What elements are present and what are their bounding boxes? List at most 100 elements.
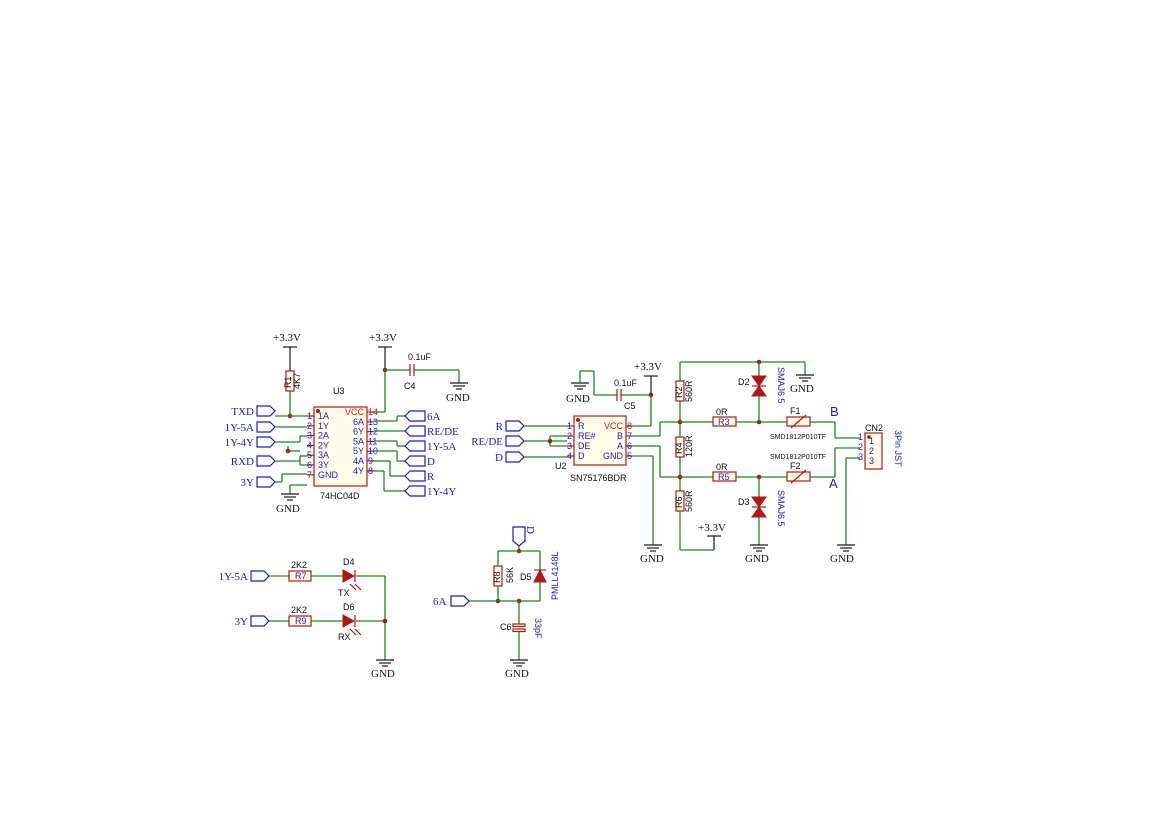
u3-pin-6-name: 3Y (318, 460, 329, 470)
r2-ref: R2 (674, 386, 684, 398)
u2-pin-7-number: 7 (627, 431, 632, 441)
bus-a-label: A (829, 476, 838, 491)
d3-gnd-label: GND (745, 553, 769, 565)
r5-value: 0R (716, 462, 728, 472)
d2-gnd-label: GND (790, 383, 814, 395)
net-label-led_left-1-text: 3Y (235, 616, 249, 628)
f2-ref: F2 (790, 461, 801, 471)
u2-pin-6-number: 6 (627, 441, 632, 451)
net-label-u3_right-3 (404, 455, 426, 467)
r7-ref: R7 (295, 571, 307, 581)
net-label-u2_left-1 (505, 435, 525, 447)
cn2-gnd-label: GND (830, 553, 854, 565)
net-label-u3_right-0 (404, 410, 426, 422)
r1-value: 4K7 (292, 373, 302, 389)
u3-pin-12-number: 12 (368, 427, 378, 437)
net-label-u2_left-1-text: RE/DE (471, 436, 503, 448)
d4-value: TX (338, 588, 350, 598)
d5-ref: D5 (520, 572, 532, 582)
r6-value: 560R (684, 490, 694, 512)
d5-value: PMLL4148L (550, 551, 560, 600)
u2-pin-8-number: 8 (627, 421, 632, 431)
net-label-u3_right-2 (404, 440, 426, 452)
net-6a-bottom-text: 6A (433, 596, 447, 608)
net-label-u3_right-3-text: D (427, 456, 435, 468)
net-label-u3_left-2 (256, 436, 276, 448)
net-label-u3_left-4-text: 3Y (241, 477, 255, 489)
u3-vcc-label: +3.3V (369, 332, 397, 344)
u3-ref: U3 (333, 386, 345, 396)
u2-pin-1-number: 1 (567, 421, 572, 431)
u3-pin-2-number: 2 (307, 421, 312, 431)
net-label-d-top (512, 526, 526, 547)
r9-value: 2K2 (291, 605, 307, 615)
u3-block: +3.3V R1 4K7 +3.3V 0.1uF C4 GND U3 74HC0… (225, 332, 470, 515)
net-label-u3_left-1-text: 1Y-5A (225, 422, 254, 434)
u3-pin-11-name: 5A (353, 436, 364, 446)
u3-pin-5-name: 3A (318, 450, 329, 460)
u2-pin-3-name: DE (578, 441, 591, 451)
r4-value: 120R (684, 435, 694, 457)
u2-vcc-label: +3.3V (634, 361, 662, 373)
net-label-u3_right-1-text: RE/DE (427, 426, 459, 438)
u2-pin-4-name: D (578, 451, 585, 461)
u2-pin-3-number: 3 (567, 441, 572, 451)
u3-pin-7-number: 7 (307, 470, 312, 480)
net-label-u3_right-5-text: 1Y-4Y (427, 486, 456, 498)
u3-pin-10-number: 10 (368, 446, 378, 456)
c5-gnd-label: GND (566, 393, 590, 405)
net-label-led_left-0-text: 1Y-5A (219, 571, 248, 583)
u3-pin-3-name: 2A (318, 431, 329, 441)
u3-pin-3-number: 3 (307, 431, 312, 441)
net-label-u2_left-0-text: R (496, 421, 504, 433)
u3-pin-10-name: 5Y (353, 446, 364, 456)
r8-value: 56K (505, 567, 515, 583)
r8-ref: R8 (492, 571, 502, 583)
net-label-u3_right-2-text: 1Y-5A (427, 441, 456, 453)
d6-ref: D6 (343, 602, 355, 612)
u2-ic (573, 415, 627, 466)
net-label-u3_left-1 (256, 421, 276, 433)
r1-vcc-label: +3.3V (273, 332, 301, 344)
u3-pin-9-name: 4A (353, 456, 364, 466)
u3-pin-13-number: 13 (368, 417, 378, 427)
net-label-u2_left-2-text: D (495, 452, 503, 464)
cn2-connector (864, 432, 883, 470)
auto-dir-block: D R8 56K D5 PMLL4148L 6A C6 33pF GND (433, 526, 560, 680)
net-label-u3_right-5 (404, 485, 426, 497)
net-label-u2_left-0 (505, 420, 525, 432)
net-label-led_left-1 (250, 615, 270, 627)
d3-ref: D3 (738, 497, 750, 507)
u3-pin-11-number: 11 (368, 436, 377, 446)
net-label-u3_left-3-text: RXD (231, 456, 254, 468)
u2-pin-8-name: VCC (604, 421, 624, 431)
u2-pin-5-name: GND (603, 451, 624, 461)
cn2-pin3-num: 3 (858, 452, 863, 462)
cn2-pin1-name: 1 (869, 436, 874, 446)
r3-value: 0R (716, 407, 728, 417)
f1-ref: F1 (790, 406, 801, 416)
u3-value: 74HC04D (320, 491, 360, 501)
c5-value: 0.1uF (614, 378, 638, 388)
cn2-ref: CN2 (865, 423, 883, 433)
c6-plate-top (512, 623, 526, 628)
c6-gnd-label: GND (505, 668, 529, 680)
u3-pin-1-number: 1 (307, 411, 312, 421)
c6-ref: C6 (500, 622, 512, 632)
u3-pin-6-number: 6 (307, 460, 312, 470)
d4-ref: D4 (343, 557, 355, 567)
bus-b-label: B (830, 404, 839, 419)
u3-ic (313, 406, 368, 487)
u3-pin-7-name: GND (318, 470, 339, 480)
c4-value: 0.1uF (408, 352, 432, 362)
u2-pin-2-name: RE# (578, 431, 596, 441)
d3-value: SMAJ6.5 (776, 490, 786, 527)
u2-gnd-label: GND (640, 553, 664, 565)
c4-ref: C4 (404, 381, 416, 391)
cn2-pin2-name: 2 (869, 446, 874, 456)
r3-ref: R3 (718, 417, 730, 427)
r6-ref: R6 (674, 496, 684, 508)
